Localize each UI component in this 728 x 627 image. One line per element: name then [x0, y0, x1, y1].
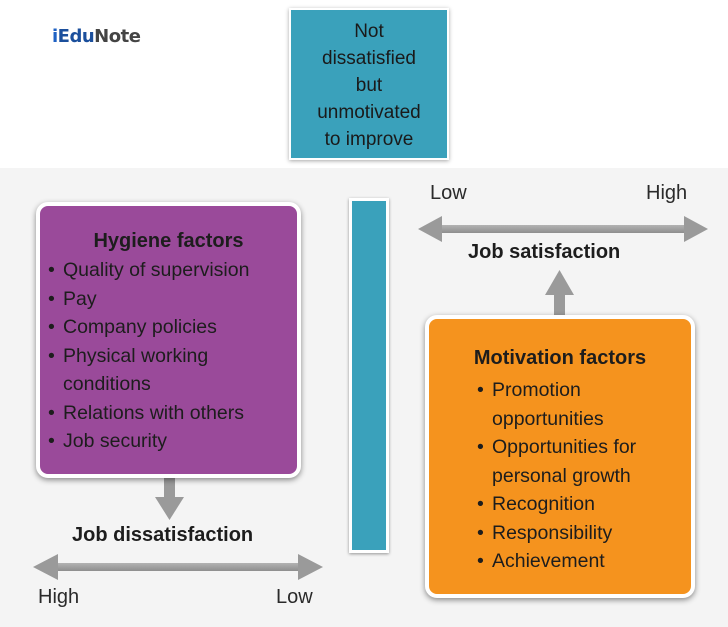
top-box-line: unmotivated — [317, 102, 421, 123]
hygiene-factors-list: •Quality of supervision •Pay •Company po… — [48, 256, 300, 456]
hygiene-factors-title: Hygiene factors — [93, 230, 244, 252]
motivation-item: •Responsibility — [477, 521, 613, 544]
dissatisfaction-high-label: High — [38, 586, 80, 608]
top-box-line: Not — [354, 21, 384, 42]
satisfaction-high-label: High — [646, 182, 688, 204]
job-dissatisfaction-arrow — [33, 554, 323, 580]
motivation-item: •Promotion — [477, 379, 581, 401]
hygiene-item: •Pay — [48, 287, 97, 310]
job-dissatisfaction-title: Job dissatisfaction — [72, 524, 254, 546]
satisfaction-low-label: Low — [430, 182, 467, 204]
motivation-factors-list: •Promotion opportunities •Opportunities … — [477, 376, 697, 576]
top-box-line: to improve — [324, 129, 414, 150]
hygiene-item: •Physical working — [48, 344, 209, 367]
job-satisfaction-title: Job satisfaction — [468, 241, 621, 263]
top-box-line: dissatisfied — [322, 48, 416, 69]
hygiene-factors-box: Hygiene factors •Quality of supervision … — [36, 202, 301, 478]
motivation-item-continuation: opportunities — [492, 407, 604, 430]
motivation-item: •Recognition — [477, 493, 595, 515]
hygiene-item: •Job security — [48, 430, 168, 452]
top-box-line: but — [355, 75, 383, 96]
motivation-up-arrow — [545, 270, 574, 317]
hygiene-item-continuation: conditions — [63, 373, 151, 395]
hygiene-item: •Relations with others — [48, 401, 245, 424]
motivation-factors-title: Motivation factors — [473, 347, 647, 369]
not-dissatisfied-box: Not dissatisfied but unmotivated to impr… — [289, 8, 449, 160]
iedunote-logo: iEduNote — [52, 26, 141, 47]
motivation-item: •Opportunities for — [477, 436, 637, 458]
hygiene-item: •Company policies — [48, 316, 217, 338]
hygiene-item: •Quality of supervision — [48, 259, 250, 281]
motivation-item: •Achievement — [477, 550, 605, 572]
neutral-zone-bar — [349, 198, 389, 553]
motivation-item-continuation: personal growth — [492, 464, 631, 487]
hygiene-down-arrow — [155, 478, 184, 520]
dissatisfaction-low-label: Low — [276, 586, 313, 608]
motivation-factors-box: Motivation factors •Promotion opportunit… — [425, 315, 695, 598]
job-satisfaction-arrow — [418, 216, 708, 242]
